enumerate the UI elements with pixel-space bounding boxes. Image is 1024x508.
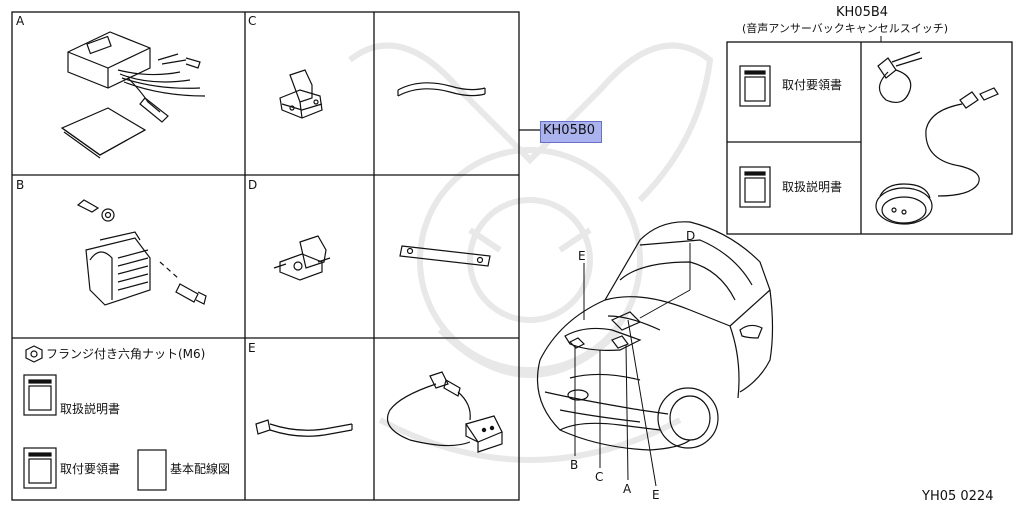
connector-c-illustration (279, 69, 323, 119)
car-label-e-bottom: E (652, 488, 660, 502)
manual-document-icon (23, 374, 57, 416)
left-panel-grid (11, 11, 520, 501)
callout-part-number: KH05B0 (543, 123, 596, 138)
grommet-tube-illustration (397, 82, 486, 97)
wiring-diagram-document-icon (137, 449, 167, 491)
car-label-e-top: E (578, 249, 586, 263)
cell-label-e: E (248, 341, 256, 355)
right-description: (音声アンサーバックキャンセルスイッチ) (742, 22, 949, 35)
cable-tie-illustration (255, 419, 353, 437)
right-part-number: KH05B4 (836, 5, 889, 20)
car-leader-lines (574, 243, 691, 487)
install-guide-caption: 取付要領書 (60, 462, 121, 476)
cancel-switch-illustration (875, 51, 999, 225)
wiring-diagram-caption: 基本配線図 (170, 462, 231, 476)
car-label-c-bottom: C (595, 470, 604, 484)
diagram-code: YH05 0224 (922, 489, 994, 504)
nut-caption: フランジ付き六角ナット(M6) (46, 347, 206, 361)
cell-label-b: B (16, 178, 25, 192)
cell-label-c: C (248, 14, 257, 28)
car-illustration (536, 221, 774, 451)
sensor-cable-illustration (386, 371, 503, 453)
callout-highlight (540, 121, 602, 143)
right-install-guide-caption: 取付要領書 (782, 78, 843, 92)
car-label-d-top: D (686, 229, 696, 243)
right-install-guide-icon (739, 65, 771, 107)
bracket-bar-illustration (399, 245, 491, 267)
manual-caption: 取扱説明書 (60, 402, 121, 416)
right-manual-icon (739, 166, 771, 208)
nut-icon (25, 345, 43, 363)
car-label-b-bottom: B (570, 458, 579, 472)
car-label-a-bottom: A (623, 482, 632, 496)
right-manual-caption: 取扱説明書 (782, 180, 843, 194)
bracket-bolt-illustration (76, 199, 207, 306)
cell-label-d: D (248, 178, 258, 192)
right-panel-grid (726, 41, 1013, 235)
install-guide-document-icon (23, 447, 57, 489)
tap-connector-illustration (273, 235, 331, 281)
control-module-illustration (60, 31, 206, 159)
cell-label-a: A (16, 14, 25, 28)
